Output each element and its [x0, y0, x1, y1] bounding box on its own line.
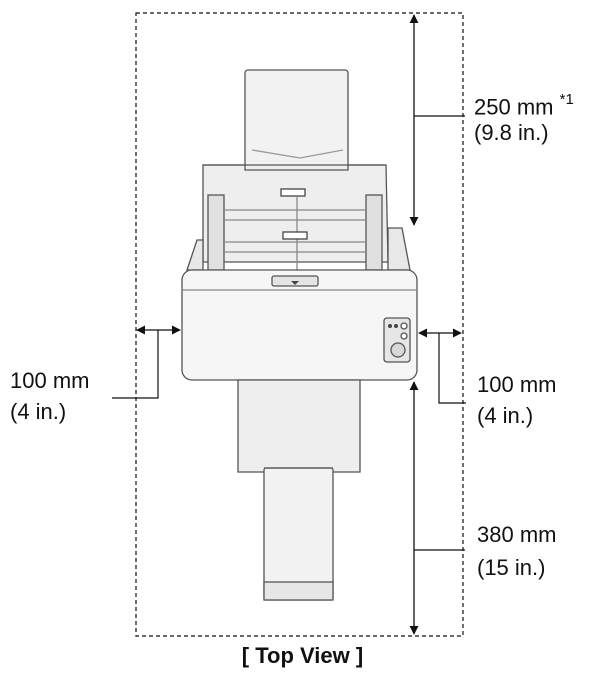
power-led-icon — [388, 324, 392, 328]
leader-line-left — [112, 330, 159, 399]
top-clearance-mm: 250 mm — [474, 94, 554, 120]
feed-tray — [202, 164, 389, 263]
left-clearance-mm: 100 mm — [10, 368, 90, 393]
clearance-boundary — [135, 12, 464, 637]
leader-line-right — [438, 333, 466, 404]
skip-button-icon — [400, 322, 408, 330]
scanner-top-view — [181, 69, 418, 601]
feed-tray-extension — [244, 69, 349, 171]
top-clearance-label: 250 mm *1 — [474, 89, 574, 120]
stop-button-icon — [400, 332, 408, 340]
bottom-clearance-mm: 380 mm — [477, 522, 557, 547]
right-clearance-inch: (4 in.) — [477, 403, 534, 428]
document-guide-right — [365, 194, 383, 271]
document-guide-left — [207, 194, 225, 271]
bottom-clearance-inch: (15 in.) — [477, 555, 546, 580]
top-clearance-inch: (9.8 in.) — [474, 120, 549, 145]
left-clearance-inch: (4 in.) — [10, 399, 67, 424]
right-clearance-mm: 100 mm — [477, 372, 557, 397]
status-led-icon — [394, 324, 398, 328]
document-stopper — [263, 581, 334, 601]
start-button-icon — [390, 342, 406, 358]
view-caption: [ Top View ] — [241, 643, 364, 668]
exit-tray-extension — [263, 467, 334, 601]
exit-tray — [237, 379, 361, 473]
top-clearance-note: *1 — [559, 91, 574, 108]
